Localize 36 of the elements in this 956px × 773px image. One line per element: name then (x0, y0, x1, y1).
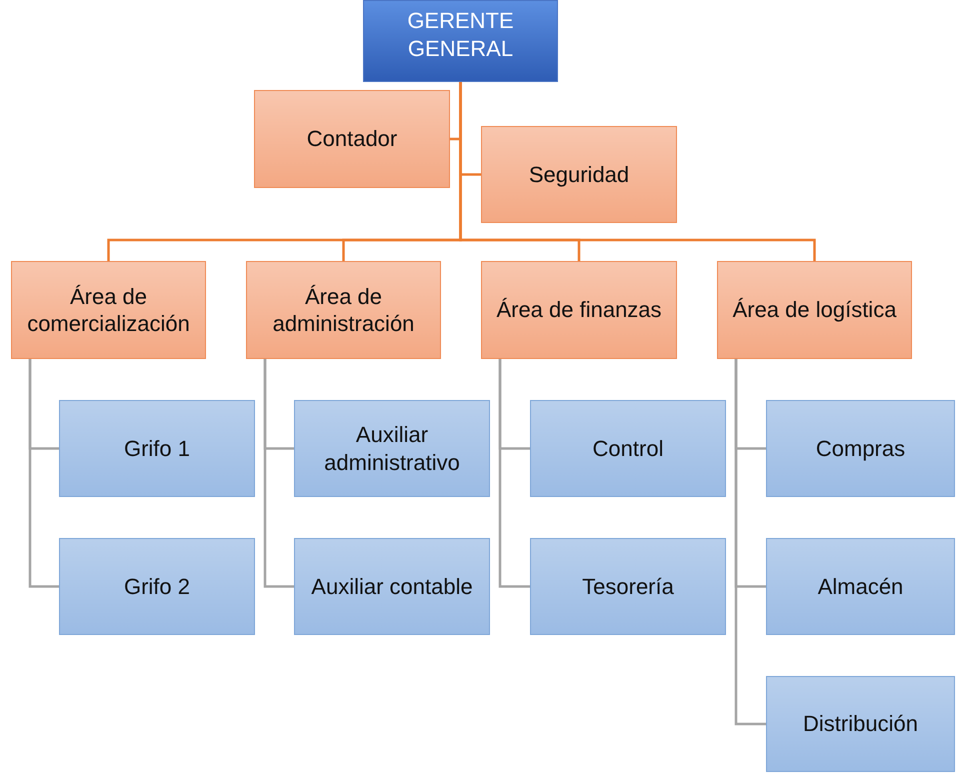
org-unit-box (363, 0, 558, 82)
org-unit-box (766, 676, 955, 772)
org-unit-box (530, 400, 726, 497)
unit-title: Área de finanzas (496, 296, 662, 324)
org-unit-box (254, 90, 450, 188)
unit-title: Distribución (803, 710, 918, 738)
org-unit-box (11, 261, 206, 359)
connector-line (498, 359, 530, 588)
connector-line (734, 359, 766, 726)
unit-title: Grifo 2 (124, 572, 190, 600)
unit-title: Control (592, 434, 664, 462)
org-unit-box (766, 400, 955, 497)
connector-line (264, 359, 294, 588)
connector-line (28, 359, 59, 588)
org-unit-box (717, 261, 912, 359)
unit-title: GERENTE GENERAL (406, 7, 515, 62)
unit-title: Auxiliar administrativo (323, 421, 461, 476)
org-unit-box (481, 261, 677, 359)
org-unit-box (530, 538, 726, 635)
org-unit-box (294, 538, 490, 635)
org-unit-box (481, 126, 677, 223)
unit-title: Área de comercialización (26, 282, 191, 338)
unit-title: Grifo 1 (124, 434, 190, 462)
org-unit-box (59, 538, 255, 635)
unit-title: Área de logística (732, 296, 896, 324)
unit-title: Compras (816, 434, 906, 462)
unit-title: Almacén (818, 572, 904, 600)
unit-title: Tesorería (582, 572, 674, 600)
org-unit-box (59, 400, 255, 497)
unit-title: Auxiliar contable (311, 572, 473, 600)
org-unit-box (246, 261, 441, 359)
unit-title: Área de administración (272, 282, 416, 338)
org-unit-box (294, 400, 490, 497)
unit-title: Seguridad (528, 160, 630, 188)
unit-title: Contador (306, 125, 398, 153)
org-unit-box (766, 538, 955, 635)
